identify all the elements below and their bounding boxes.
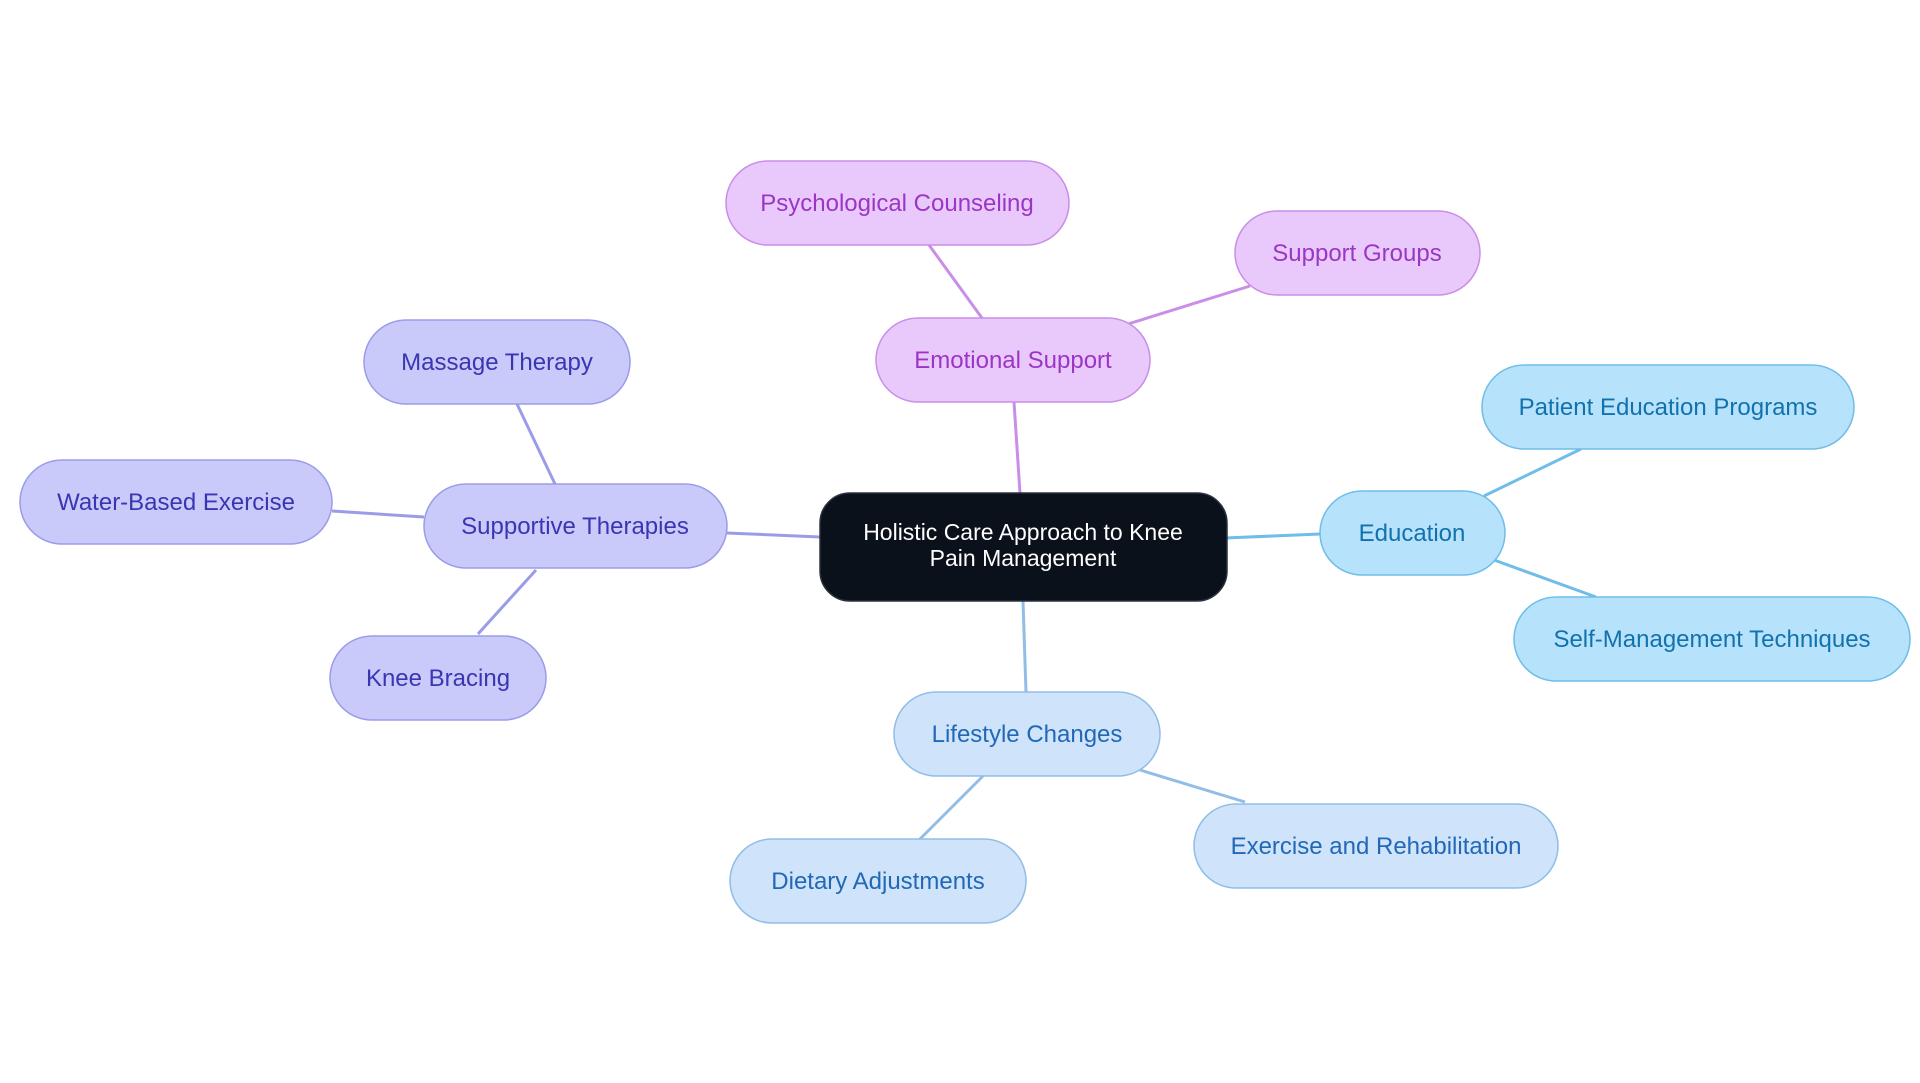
node-patient-education-programs-label: Patient Education Programs [1519, 394, 1818, 421]
node-knee-bracing[interactable]: Knee Bracing [329, 635, 547, 721]
node-exercise-and-rehabilitation-label: Exercise and Rehabilitation [1231, 833, 1522, 860]
branch-education: Education Patient Education Programs Sel… [1319, 364, 1911, 682]
edge-root-lifestyle-changes [1021, 600, 1028, 693]
node-supportive-therapies[interactable]: Supportive Therapies [423, 483, 728, 569]
node-psychological-counseling-label: Psychological Counseling [760, 190, 1034, 217]
node-exercise-and-rehabilitation[interactable]: Exercise and Rehabilitation [1193, 803, 1559, 889]
root-label-line-2: Pain Management [930, 545, 1117, 571]
node-massage-therapy-label: Massage Therapy [401, 349, 593, 376]
node-massage-therapy[interactable]: Massage Therapy [363, 319, 631, 405]
node-self-management-techniques-label: Self-Management Techniques [1553, 626, 1870, 653]
edge-emotional-support-groups [1127, 284, 1251, 326]
node-lifestyle-changes[interactable]: Lifestyle Changes [893, 691, 1161, 777]
node-self-management-techniques[interactable]: Self-Management Techniques [1513, 596, 1911, 682]
edge-root-emotional-support [1012, 401, 1022, 494]
node-water-based-exercise[interactable]: Water-Based Exercise [19, 459, 333, 545]
node-supportive-therapies-label: Supportive Therapies [461, 513, 689, 540]
root-node[interactable]: Holistic Care Approach to Knee Pain Mana… [819, 492, 1228, 602]
node-support-groups[interactable]: Support Groups [1234, 210, 1481, 296]
node-patient-education-programs[interactable]: Patient Education Programs [1481, 364, 1855, 450]
node-water-based-exercise-label: Water-Based Exercise [57, 489, 295, 516]
edge-lifestyle-exercise-and-rehabilitation [1139, 768, 1246, 804]
edge-root-supportive-therapies [726, 531, 821, 539]
node-education-label: Education [1359, 520, 1466, 547]
edge-emotional-psychological-counseling [927, 244, 984, 319]
branch-supportive-therapies: Supportive Therapies Massage Therapy Wat… [19, 319, 728, 721]
edge-education-patient-education-programs [1483, 447, 1582, 498]
node-knee-bracing-label: Knee Bracing [366, 665, 510, 692]
edge-supportive-knee-bracing [476, 568, 538, 636]
node-dietary-adjustments[interactable]: Dietary Adjustments [729, 838, 1027, 924]
node-psychological-counseling[interactable]: Psychological Counseling [725, 160, 1070, 246]
node-dietary-adjustments-label: Dietary Adjustments [771, 868, 984, 895]
node-emotional-support-label: Emotional Support [914, 347, 1112, 374]
node-emotional-support[interactable]: Emotional Support [875, 317, 1151, 403]
edge-education-self-management-techniques [1493, 558, 1597, 599]
edge-supportive-water-based-exercise [331, 509, 425, 519]
branch-emotional-support: Emotional Support Psychological Counseli… [725, 160, 1481, 403]
node-lifestyle-changes-label: Lifestyle Changes [932, 721, 1123, 748]
edge-supportive-massage-therapy [515, 403, 557, 485]
root-label-line-1: Holistic Care Approach to Knee [863, 519, 1183, 545]
edge-root-education [1224, 532, 1321, 540]
node-support-groups-label: Support Groups [1272, 240, 1441, 267]
node-education[interactable]: Education [1319, 490, 1506, 576]
edge-lifestyle-dietary-adjustments [918, 773, 986, 841]
edges [331, 244, 1597, 841]
branch-lifestyle-changes: Lifestyle Changes Exercise and Rehabilit… [729, 691, 1559, 924]
